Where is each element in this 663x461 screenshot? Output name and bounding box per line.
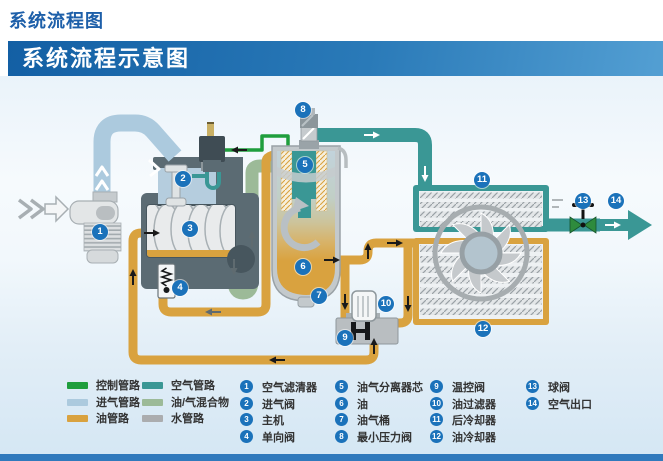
legend-item-label: 空气出口 — [548, 398, 592, 411]
legend-swatch-3 — [67, 415, 88, 422]
air-inlet-arrow-icon — [17, 195, 70, 223]
legend-item-number-2: 2 — [240, 396, 253, 410]
oil-gas-mixture-pipe — [227, 159, 278, 300]
legend-item-number-9: 9 — [430, 380, 443, 393]
intake-pipe — [93, 114, 182, 196]
flow-diagram — [17, 108, 652, 365]
legend-swatch-5 — [142, 398, 163, 406]
legend-item-label: 空气滤清器 — [262, 382, 317, 394]
legend-line-label: 油管路 — [96, 413, 129, 425]
legend-item-number-10: 10 — [430, 396, 443, 410]
component-badge-2: 2 — [175, 171, 191, 187]
component-badge-11: 11 — [474, 172, 490, 188]
legend-line-label: 进气管路 — [96, 396, 140, 409]
component-badge-14: 14 — [608, 193, 624, 209]
legend-item-label: 油过滤器 — [452, 398, 496, 411]
legend-item-number-12: 12 — [430, 429, 443, 443]
legend-item-label: 最小压力阀 — [357, 431, 412, 444]
component-badge-6: 6 — [295, 259, 311, 275]
page-title: 系统流程图 — [9, 11, 104, 31]
legend-item-number-3: 3 — [240, 413, 253, 426]
legend-item-label: 球阀 — [548, 382, 570, 394]
bottom-accent-bar — [0, 454, 663, 461]
legend-swatch-4 — [142, 382, 163, 389]
check-valve — [157, 263, 176, 299]
legend-item-number-13: 13 — [526, 380, 539, 393]
legend-item-label: 油气桶 — [357, 415, 390, 427]
component-badge-8: 8 — [295, 102, 311, 118]
component-badge-4: 4 — [172, 280, 188, 296]
component-badge-10: 10 — [378, 296, 394, 312]
swirl-arrow-icon — [280, 204, 321, 252]
legend-item-label: 油 — [357, 398, 368, 411]
oil-filter — [351, 290, 377, 322]
separator-element-media — [280, 150, 293, 212]
legend-item-label: 油气分离器芯 — [357, 382, 423, 394]
component-badge-5: 5 — [297, 157, 313, 173]
legend-item-label: 主机 — [262, 415, 284, 427]
component-badge-12: 12 — [475, 321, 491, 337]
legend-item-number-11: 11 — [430, 413, 443, 426]
legend-item-label: 油冷却器 — [452, 431, 496, 444]
legend-item-number-7: 7 — [335, 413, 348, 426]
legend-item-number-6: 6 — [335, 396, 348, 410]
legend-item-number-5: 5 — [335, 380, 348, 393]
legend-swatch-6 — [142, 415, 163, 422]
legend-line-label: 控制管路 — [96, 380, 140, 392]
control-pipe — [224, 134, 290, 152]
air-outlet-arrow — [596, 210, 652, 240]
legend-item-label: 温控阀 — [452, 382, 485, 394]
component-badge-3: 3 — [182, 221, 198, 237]
component-badge-13: 13 — [575, 193, 591, 209]
legend-item-number-4: 4 — [240, 429, 253, 443]
legend-line-label: 油/气混合物 — [171, 396, 230, 409]
banner-title: 系统流程示意图 — [8, 41, 663, 76]
legend-item-number-8: 8 — [335, 429, 348, 443]
legend-item-label: 进气阀 — [262, 398, 295, 411]
legend-line-label: 水管路 — [171, 413, 204, 425]
legend-item-number-1: 1 — [240, 380, 253, 393]
separator-tank — [271, 145, 348, 308]
component-badge-1: 1 — [92, 224, 108, 240]
solenoid — [199, 122, 225, 172]
legend-line-label: 空气管路 — [171, 380, 215, 392]
legend-swatch-1 — [67, 382, 88, 389]
cooling-fan — [432, 204, 530, 302]
component-badge-9: 9 — [337, 330, 353, 346]
legend-item-label: 后冷却器 — [452, 415, 496, 427]
legend-swatch-2 — [67, 398, 88, 406]
component-badge-7: 7 — [311, 288, 327, 304]
legend-item-label: 单向阀 — [262, 431, 295, 444]
legend: 控制管路进气管路油管路 空气管路油/气混合物水管路 1 空气滤清器 2 进气阀 3 主机 4 单向… — [0, 376, 663, 448]
legend-item-number-14: 14 — [526, 396, 539, 410]
